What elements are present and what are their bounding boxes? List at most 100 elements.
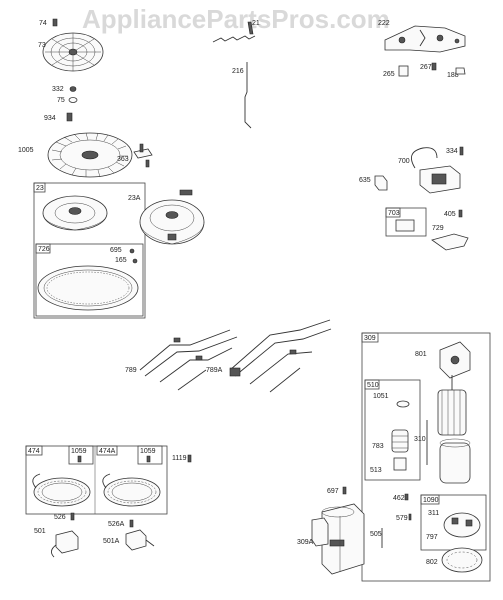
box-1059b [137,445,163,465]
alternator-474A[interactable] [102,473,161,507]
part-label-695: 695 [110,247,122,254]
screw-334[interactable] [459,146,464,156]
housing[interactable] [439,438,471,484]
part-label-729: 729 [432,225,444,232]
part-label-1090: 1090 [423,497,439,504]
part-label-802: 802 [426,559,438,566]
flywheel-23[interactable] [42,195,108,231]
flywheel-23A[interactable] [139,199,205,245]
key-934[interactable] [66,112,73,122]
screw-165[interactable] [132,258,138,264]
starter-309A[interactable] [311,503,365,575]
ring-gear-box [35,243,144,317]
part-label-75: 75 [57,97,65,104]
screw-267[interactable] [431,62,437,71]
part-label-697: 697 [327,488,339,495]
ring-gear-726[interactable] [37,265,139,311]
part-label-789A: 789A [206,367,223,374]
part-label-635: 635 [359,177,371,184]
part-label-505: 505 [370,531,382,538]
blower-fan[interactable] [47,132,133,178]
nut-188[interactable] [455,67,466,75]
part-label-23A: 23A [128,195,141,202]
bracket-363[interactable] [133,143,153,168]
washer-75[interactable] [68,97,78,103]
part-label-311: 311 [428,510,439,517]
pinion-783[interactable] [391,429,409,453]
switch-box [385,207,427,237]
box-tag-309 [361,332,379,343]
part-label-513: 513 [370,467,382,474]
rectifier-501A[interactable] [125,529,155,551]
regulator-501[interactable] [51,530,79,558]
part-label-797: 797 [426,534,438,541]
part-label-934: 934 [44,115,56,122]
switch-703[interactable] [395,219,415,232]
box-tag-23 [33,182,46,193]
box-tag-1090 [420,494,440,505]
spring-21[interactable] [212,21,256,43]
part-label-1051: 1051 [373,393,389,400]
gasket-802[interactable] [441,547,483,573]
part-label-334: 334 [446,148,458,155]
ignition-armature-700[interactable] [410,147,461,194]
screw-74[interactable] [52,18,58,27]
screw-526[interactable] [70,512,75,521]
wire-harness-789A[interactable] [229,319,332,393]
part-label-21: 21 [252,20,260,27]
box-tag-726 [35,243,51,254]
part-label-267: 267 [420,64,432,71]
part-label-165: 165 [115,257,127,264]
brush-plate-797[interactable] [443,512,481,538]
part-label-1005: 1005 [18,147,34,154]
part-label-700: 700 [398,158,410,165]
screw-1059a[interactable] [77,455,82,463]
screw-695[interactable] [129,248,135,254]
control-bracket-222[interactable] [384,25,466,53]
box-1059a [68,445,94,465]
part-label-23: 23 [36,185,44,192]
spring-513[interactable] [393,457,407,471]
part-label-1059b: 1059 [140,448,156,455]
part-label-789: 789 [125,367,137,374]
part-label-703: 703 [388,210,400,217]
magnet-23A[interactable] [179,189,193,196]
part-265[interactable] [398,65,409,77]
drive-kit-box [364,379,421,481]
screw-526A[interactable] [129,519,134,528]
screw-579[interactable] [408,513,412,521]
cap-1051[interactable] [396,400,410,408]
box-tag-474 [25,445,43,456]
spark-plug-boot-635[interactable] [374,175,388,191]
screw-697[interactable] [342,486,347,495]
governor-link-216[interactable] [244,62,252,129]
part-label-363: 363 [117,156,129,163]
part-label-526A: 526A [108,521,125,528]
part-label-216: 216 [232,68,244,75]
watermark: AppliancePartsPros.com [82,4,390,34]
part-label-579: 579 [396,515,408,522]
end-cap-801[interactable] [439,341,471,379]
armature[interactable] [437,375,467,436]
part-label-310: 310 [414,436,426,443]
alternator-474[interactable] [32,473,91,507]
screw-1119[interactable] [187,454,192,463]
part-label-801: 801 [415,351,427,358]
part-label-188: 188 [447,72,459,79]
screw-405[interactable] [458,209,463,218]
part-label-501: 501 [34,528,46,535]
part-label-309: 309 [364,335,376,342]
screw-462[interactable] [404,493,409,501]
part-label-526: 526 [54,514,66,521]
part-729[interactable] [431,233,469,251]
starter-box [361,332,491,582]
flywheel-screen[interactable] [42,32,104,72]
part-label-474: 474 [28,448,40,455]
part-label-474A: 474A [99,448,116,455]
nut-332[interactable] [69,86,77,92]
screw-1059b[interactable] [146,455,151,463]
part-label-265: 265 [383,71,395,78]
part-label-332: 332 [52,86,64,93]
part-label-462: 462 [393,495,405,502]
wire-harness-789[interactable] [139,329,238,391]
